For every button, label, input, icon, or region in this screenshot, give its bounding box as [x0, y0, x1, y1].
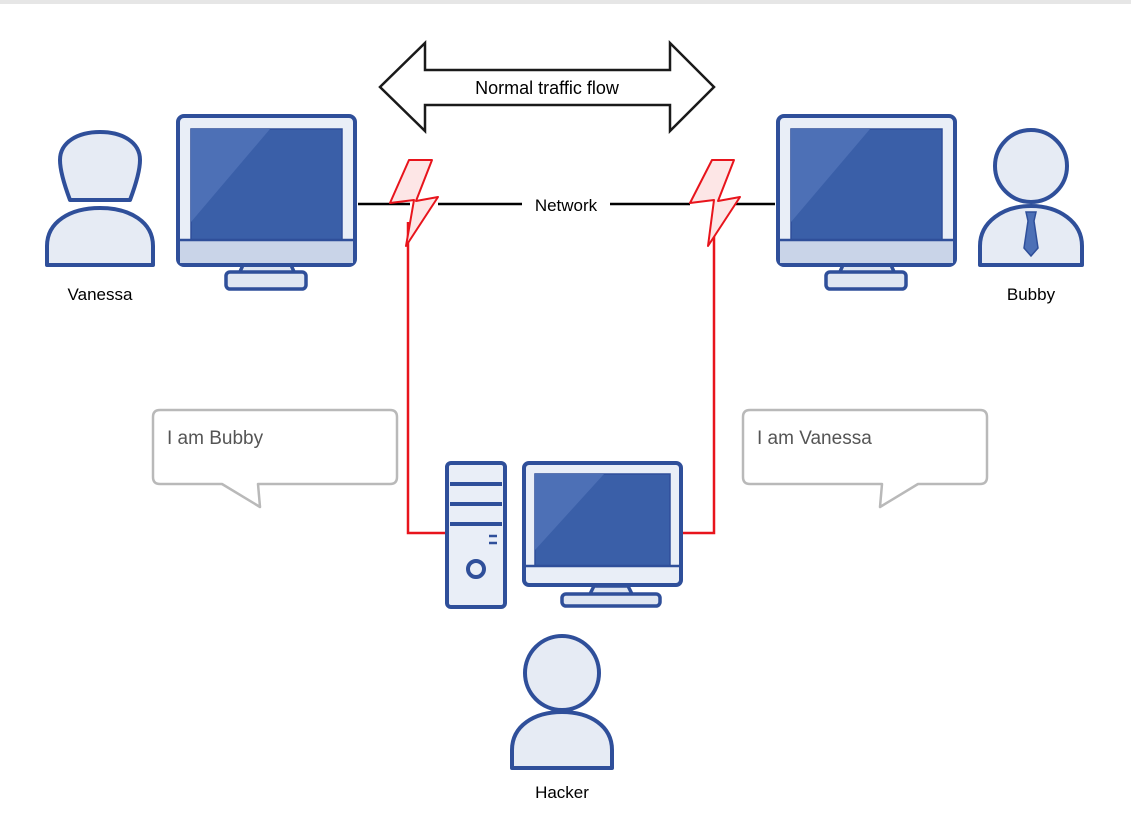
speech-bubble-left: I am Bubby — [151, 408, 399, 509]
traffic-flow-arrow: Normal traffic flow — [378, 39, 716, 135]
speech-bubble-right: I am Vanessa — [741, 408, 989, 509]
person-bubby-icon — [978, 128, 1084, 267]
bubby-label: Bubby — [1007, 285, 1056, 304]
speech-bubble-left-text: I am Bubby — [167, 428, 264, 449]
top-border — [0, 0, 1131, 4]
hacker-label: Hacker — [535, 783, 589, 802]
person-hacker-icon — [510, 634, 614, 770]
network-line: Network — [358, 196, 775, 215]
lightning-bolt-left-icon — [389, 159, 439, 247]
monitor-left-icon — [176, 114, 357, 291]
lightning-bolt-right-icon — [689, 159, 741, 247]
tie-icon — [1023, 211, 1039, 258]
monitor-hacker-icon — [522, 461, 683, 608]
attack-lines — [406, 222, 716, 535]
monitor-right-icon — [776, 114, 957, 291]
person-vanessa-icon — [45, 130, 155, 267]
vanessa-label: Vanessa — [68, 285, 133, 304]
speech-bubble-right-text: I am Vanessa — [757, 428, 872, 449]
network-label: Network — [535, 196, 598, 215]
traffic-flow-label: Normal traffic flow — [475, 78, 620, 98]
tower-pc-icon — [445, 461, 507, 609]
